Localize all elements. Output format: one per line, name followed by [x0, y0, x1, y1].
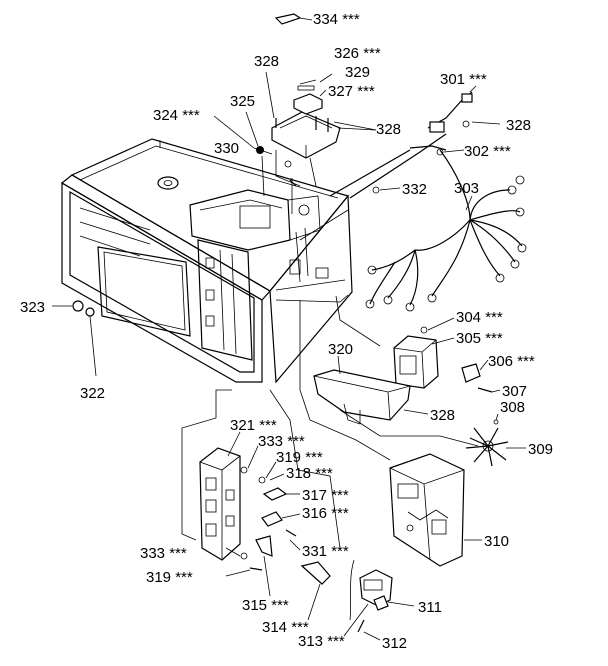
callout-331: 331 ***: [302, 543, 349, 560]
fan-motor: [349, 559, 393, 633]
callout-328: 328: [376, 121, 401, 138]
callout-315: 315 ***: [242, 597, 289, 614]
fan-housing: [389, 453, 465, 567]
callout-309: 309: [528, 441, 553, 458]
callout-318: 318 ***: [286, 465, 333, 482]
fan-blade: [465, 419, 509, 467]
callout-312: 312: [382, 635, 407, 652]
callout-330: 330: [214, 140, 239, 157]
callout-332: 332: [402, 181, 427, 198]
callout-328: 328: [254, 53, 279, 70]
wire-harness: [329, 91, 527, 312]
callout-329: 329: [345, 64, 370, 81]
callout-311: 311: [418, 599, 442, 616]
callout-303: 303: [454, 180, 479, 197]
callout-323: 323: [20, 299, 45, 316]
callout-328: 328: [430, 407, 455, 424]
callout-333: 333 ***: [140, 545, 187, 562]
callout-328: 328: [506, 117, 531, 134]
callout-324: 324 ***: [153, 107, 200, 124]
callout-317: 317 ***: [302, 487, 349, 504]
assembly-lines: [181, 150, 479, 549]
callout-314: 314 ***: [262, 619, 309, 636]
oven-cavity: [60, 138, 353, 384]
callout-321: 321 ***: [230, 417, 277, 434]
callout-310: 310: [484, 533, 509, 550]
callout-302: 302 ***: [464, 143, 511, 160]
callout-308: 308: [500, 399, 525, 416]
callout-301: 301 ***: [440, 71, 487, 88]
control-bracket: [199, 447, 331, 585]
callout-320: 320: [328, 341, 353, 358]
callout-327: 327 ***: [328, 83, 375, 100]
callout-326: 326 ***: [334, 45, 381, 62]
callout-307: 307: [502, 383, 527, 400]
callout-313: 313 ***: [298, 633, 345, 650]
callout-306: 306 ***: [488, 353, 535, 370]
top-bracket-assembly: [256, 13, 341, 187]
callout-316: 316 ***: [302, 505, 349, 522]
capacitor-assembly: [393, 326, 493, 393]
callout-319: 319 ***: [276, 449, 323, 466]
feet-hardware: [72, 300, 95, 317]
callout-labels: 334 *** 326 *** 328 329 327 *** 301 *** …: [20, 11, 553, 652]
callout-322: 322: [80, 385, 105, 402]
callout-304: 304 ***: [456, 309, 503, 326]
callout-319: 319 ***: [146, 569, 193, 586]
callout-305: 305 ***: [456, 330, 503, 347]
callout-325: 325: [230, 93, 255, 110]
leader-lines: [52, 17, 526, 641]
callout-333: 333 ***: [258, 433, 305, 450]
air-duct: [313, 369, 411, 425]
callout-334: 334 ***: [313, 11, 360, 28]
